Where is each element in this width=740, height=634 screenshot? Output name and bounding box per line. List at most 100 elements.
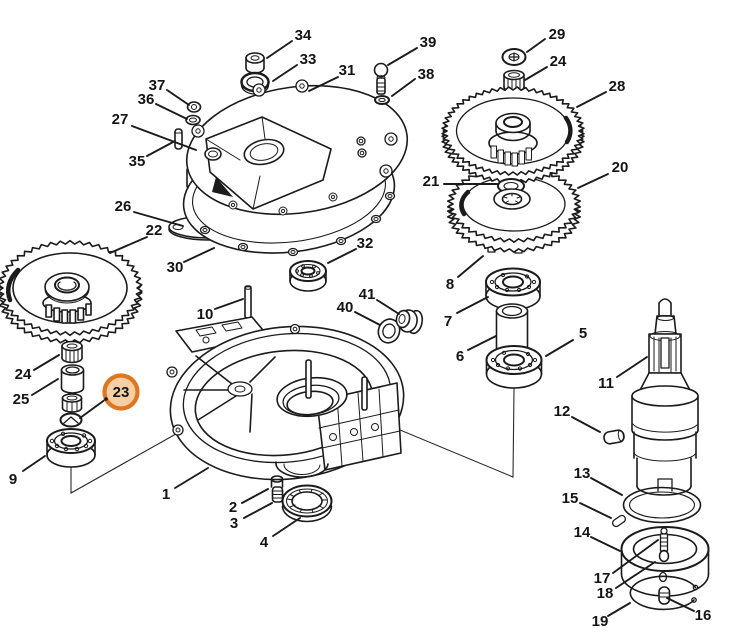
leader-line-30	[183, 247, 215, 263]
part-label-24[interactable]: 24	[550, 53, 567, 70]
leader-line-14	[590, 536, 621, 552]
part-label-32[interactable]: 32	[357, 235, 374, 252]
witness-lines	[70, 387, 515, 494]
part-label-8[interactable]: 8	[446, 276, 454, 293]
part-bearing-9-art	[46, 428, 96, 468]
part-stud-art	[244, 285, 252, 319]
part-gear-28-art	[441, 86, 585, 184]
leader-line-1	[174, 467, 209, 489]
part-label-23[interactable]: 23	[113, 384, 130, 401]
leader-line-24	[33, 354, 60, 371]
part-label-5[interactable]: 5	[579, 325, 587, 342]
part-pin-15-art	[611, 514, 627, 528]
part-pin-12-art	[603, 429, 625, 445]
leader-line-36	[155, 103, 188, 120]
part-washer-21-art	[493, 178, 531, 210]
part-label-40[interactable]: 40	[337, 299, 354, 316]
part-label-29[interactable]: 29	[549, 26, 566, 43]
leader-line-28	[576, 91, 607, 108]
part-label-10[interactable]: 10	[197, 306, 214, 323]
part-label-17[interactable]: 17	[594, 570, 611, 587]
part-label-13[interactable]: 13	[574, 465, 591, 482]
part-label-9[interactable]: 9	[9, 471, 17, 488]
leader-dot	[104, 397, 108, 401]
leader-line-37	[166, 89, 190, 106]
part-label-30[interactable]: 30	[167, 259, 184, 276]
part-cap-nut-art	[245, 52, 265, 74]
part-label-41[interactable]: 41	[359, 286, 376, 303]
part-housing-art	[166, 316, 405, 481]
part-bearing-7-art	[485, 267, 541, 311]
part-label-31[interactable]: 31	[339, 62, 356, 79]
part-label-21[interactable]: 21	[423, 173, 440, 190]
part-circlip-19-art	[629, 575, 699, 611]
part-label-35[interactable]: 35	[129, 153, 146, 170]
leader-line-38	[391, 78, 416, 97]
leader-line-17	[612, 539, 659, 574]
leader-line-10	[214, 298, 244, 310]
leader-line-41	[376, 299, 400, 315]
leader-line-33	[272, 64, 298, 82]
part-label-24[interactable]: 24	[15, 366, 32, 383]
leader-line-6	[467, 335, 497, 351]
leader-line-16	[666, 597, 695, 612]
part-label-14[interactable]: 14	[574, 524, 591, 541]
part-seal-4-art	[281, 484, 333, 523]
leader-line-12	[571, 416, 601, 433]
part-label-34[interactable]: 34	[295, 27, 312, 44]
part-label-15[interactable]: 15	[562, 490, 579, 507]
part-label-19[interactable]: 19	[592, 613, 609, 630]
part-label-3[interactable]: 3	[230, 515, 238, 532]
part-bearing-32-art	[289, 260, 327, 292]
part-label-2[interactable]: 2	[229, 499, 237, 516]
part-label-4[interactable]: 4	[260, 534, 269, 551]
leader-line-5	[545, 339, 574, 357]
leader-line-39	[387, 47, 418, 66]
part-label-37[interactable]: 37	[149, 77, 166, 94]
leader-line-20	[577, 173, 609, 189]
leader-line-26	[133, 211, 184, 227]
part-screw-39-art	[373, 62, 390, 105]
part-label-11[interactable]: 11	[598, 375, 614, 392]
leader-line-23	[79, 398, 107, 419]
leader-line-40	[354, 311, 381, 326]
labels-layer: 3433313736273526223010324140393829242820…	[9, 26, 712, 630]
part-snap-ring-23-art	[59, 412, 83, 428]
part-gear-large-left-art	[0, 239, 143, 345]
part-pin-16-art	[658, 586, 671, 605]
part-label-1[interactable]: 1	[162, 486, 170, 503]
leader-line-8	[457, 255, 484, 278]
highlight-ring[interactable]	[102, 373, 140, 411]
part-label-12[interactable]: 12	[554, 403, 571, 420]
part-label-36[interactable]: 36	[138, 91, 155, 108]
part-label-39[interactable]: 39	[420, 34, 437, 51]
leader-line-32	[327, 248, 357, 264]
part-label-16[interactable]: 16	[695, 607, 712, 624]
leader-line-19	[607, 602, 631, 617]
leader-line-11	[616, 356, 648, 378]
leader-line-29	[526, 38, 546, 53]
part-label-27[interactable]: 27	[112, 111, 129, 128]
part-label-25[interactable]: 25	[13, 391, 30, 408]
part-label-38[interactable]: 38	[418, 66, 435, 83]
part-plug-41-art	[395, 309, 424, 335]
part-label-18[interactable]: 18	[597, 585, 614, 602]
leader-line-18	[615, 561, 656, 589]
part-ring-13-art	[622, 486, 702, 524]
part-collar-14-art	[620, 526, 710, 597]
part-label-22[interactable]: 22	[146, 222, 163, 239]
leader-line-15	[579, 502, 612, 519]
part-label-26[interactable]: 26	[115, 198, 132, 215]
leader-line-4	[272, 517, 301, 537]
part-label-6[interactable]: 6	[456, 348, 464, 365]
witness-line-2	[351, 387, 515, 478]
part-bushing-stack-art	[60, 340, 85, 413]
part-label-28[interactable]: 28	[609, 78, 626, 95]
part-label-7[interactable]: 7	[444, 313, 452, 330]
part-screw-29-art	[501, 48, 527, 66]
leader-line-3	[243, 502, 273, 519]
part-screw-art	[270, 475, 284, 503]
part-label-33[interactable]: 33	[300, 51, 317, 68]
part-label-20[interactable]: 20	[612, 159, 629, 176]
